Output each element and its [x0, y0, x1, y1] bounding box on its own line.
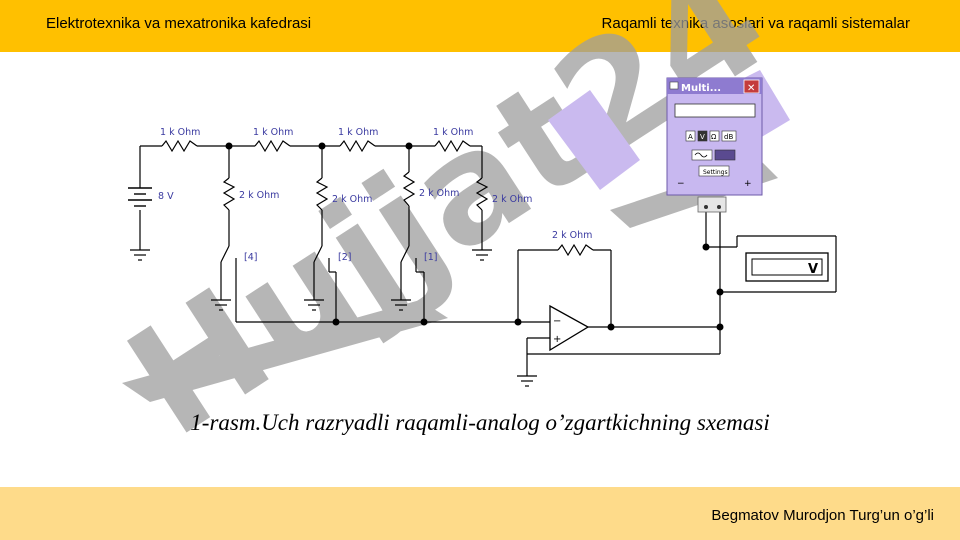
opamp-plus-label: +: [553, 334, 561, 345]
mode-button-db[interactable]: [721, 130, 737, 142]
mode-button-v[interactable]: [697, 130, 708, 142]
ground-switch-2: [304, 299, 324, 311]
label-shunt-4: 2 k Ohm: [492, 194, 532, 205]
component-labels: 1 k Ohm 1 k Ohm 1 k Ohm 1 k Ohm 2 k Ohm …: [158, 127, 592, 263]
resistor-feedback: [557, 243, 594, 257]
header-bar: Elektrotexnika va mexatronika kafedrasi …: [0, 0, 960, 52]
label-shunt-1: 2 k Ohm: [239, 190, 279, 201]
voltmeter[interactable]: V: [745, 252, 829, 282]
label-switch-2: [2]: [338, 252, 351, 263]
multimeter-close-button[interactable]: [743, 79, 760, 94]
close-icon: ✕: [747, 83, 755, 94]
resistor-shunt-3: [402, 171, 416, 207]
ground-switch-1: [211, 299, 231, 311]
mode-button-a[interactable]: [685, 130, 696, 142]
label-switch-3: [1]: [424, 252, 437, 263]
minus-terminal-label: −: [677, 179, 685, 189]
resistor-series-2: [254, 139, 291, 153]
ac-wave-icon: [694, 152, 708, 158]
circuit-diagram: Hujjat24: [100, 0, 837, 470]
footer-bar: Begmatov Murodjon Turg’un o’g’li: [0, 487, 960, 540]
battery-symbol: [128, 187, 152, 207]
resistor-series-4: [434, 139, 471, 153]
label-switch-1: [4]: [244, 252, 257, 263]
label-series-4: 1 k Ohm: [433, 127, 473, 138]
mode-button-ohm[interactable]: [709, 130, 720, 142]
ground-battery: [130, 249, 150, 261]
ground-switch-3: [391, 299, 411, 311]
multimeter-title: Multi...: [681, 83, 721, 94]
multimeter-terminals[interactable]: [697, 196, 727, 213]
author-name: Begmatov Murodjon Turg’un o’g’li: [711, 507, 934, 524]
dc-mode-button[interactable]: [714, 149, 736, 161]
watermark: Hujjat24: [100, 0, 796, 470]
settings-button[interactable]: [698, 165, 730, 177]
junction-dots: [225, 142, 724, 331]
watermark-text: Hujjat24: [100, 0, 796, 470]
label-shunt-3: 2 k Ohm: [419, 188, 459, 199]
label-series-1: 1 k Ohm: [160, 127, 200, 138]
label-shunt-2: 2 k Ohm: [332, 194, 372, 205]
resistor-series-3: [339, 139, 376, 153]
ground-opamp: [517, 375, 537, 387]
resistors: [161, 139, 594, 257]
ground-last-shunt: [472, 249, 492, 261]
mode-button-v-label: V: [700, 133, 705, 141]
label-source: 8 V: [158, 191, 174, 202]
voltmeter-unit-label: V: [808, 262, 818, 277]
multimeter-panel[interactable]: Multi... ✕ A V Ω dB Settings − +: [666, 77, 763, 213]
opamp-symbol: − +: [549, 304, 590, 352]
settings-button-label: Settings: [703, 169, 728, 176]
multimeter-app-icon: [669, 81, 679, 90]
mode-button-a-label: A: [688, 133, 693, 141]
resistor-shunt-4: [475, 177, 489, 211]
ground-symbols: [130, 249, 537, 387]
resistor-shunt-1: [222, 177, 236, 211]
department-title: Elektrotexnika va mexatronika kafedrasi: [46, 15, 312, 32]
plus-terminal-label: +: [744, 179, 752, 189]
mode-button-db-label: dB: [724, 133, 733, 141]
mode-button-ohm-label: Ω: [711, 133, 717, 141]
figure-caption: 1-rasm.Uch razryadli raqamli-analog o’zg…: [190, 410, 770, 435]
ac-mode-button[interactable]: [691, 149, 713, 161]
label-series-3: 1 k Ohm: [338, 127, 378, 138]
label-series-2: 1 k Ohm: [253, 127, 293, 138]
label-feedback: 2 k Ohm: [552, 230, 592, 241]
multimeter-titlebar: [667, 78, 762, 94]
resistor-series-1: [161, 139, 198, 153]
opamp-minus-label: −: [553, 316, 561, 327]
resistor-shunt-2: [315, 177, 329, 211]
course-title: Raqamli texnika asoslari va raqamli sist…: [601, 15, 910, 32]
multimeter-display: [674, 103, 756, 118]
